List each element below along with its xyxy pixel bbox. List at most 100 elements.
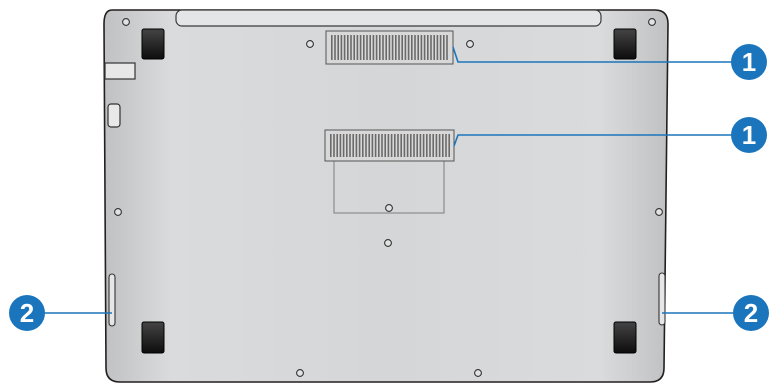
vent-slot [347,35,349,60]
leader-line-1-middle [453,134,740,147]
vent-slot [331,35,333,60]
screw [296,369,304,377]
left-speaker [108,273,116,327]
vent-slot [401,35,403,60]
vent-slot [343,35,346,60]
screw [466,40,474,48]
vent-slot [355,134,358,157]
svg-text:2: 2 [744,298,758,328]
vent-slot [416,134,418,157]
vent-slot [430,35,432,60]
vent-slot [387,134,390,157]
vent-slot [436,35,439,60]
vent-slot [394,134,396,157]
vent-slot [384,134,386,157]
vent-slot [342,134,345,157]
vent-slot [368,134,370,157]
rubber-foot-bottom-left [141,321,165,354]
vent-slot [429,134,431,157]
vent-slot [398,35,400,60]
right-speaker [658,272,666,326]
power-port [107,103,121,128]
vent-slot [330,134,332,157]
vent-slot [422,134,425,157]
screw [474,369,482,377]
vent-slot [423,35,426,60]
middle-vent [324,129,455,162]
vent-slot [411,35,413,60]
vent-slot [334,35,336,60]
vent-slot [435,134,438,157]
vent-slot [378,134,380,157]
vent-slot [366,35,368,60]
svg-text:1: 1 [742,120,756,150]
vent-slot [388,35,391,60]
top-vent [325,30,454,65]
vent-slot [432,134,434,157]
vent-slot [363,35,365,60]
vent-slot [446,35,448,60]
screw [114,208,122,216]
vent-slot [403,134,406,157]
svg-text:2: 2 [20,298,34,328]
vent-slot [420,35,423,60]
vent-slot [379,35,381,60]
screw [648,18,656,26]
vent-slot [414,35,416,60]
vent-slot [391,35,394,60]
vent-slot [442,134,444,157]
vent-slot [410,134,412,157]
vent-slot [400,134,402,157]
vent-slot [443,35,445,60]
vent-slot [407,35,410,60]
vent-slot [375,35,378,60]
vent-slot [439,35,442,60]
vent-slot [337,35,339,60]
vent-slot [433,35,435,60]
callout-badge-2-left: 2 [9,295,45,331]
screw [306,40,314,48]
vent-slot [362,134,364,157]
rubber-foot-top-right [613,28,637,60]
laptop-base [103,9,669,383]
callout-badge-1-top: 1 [731,44,767,80]
rubber-foot-top-left [141,28,165,60]
vent-slot [353,35,355,60]
vent-slot [395,35,397,60]
vent-slot [417,35,419,60]
rubber-foot-bottom-right [613,321,637,354]
vent-slot [445,134,447,157]
screw [385,204,393,212]
vent-slot [371,134,374,157]
callout-badge-1-middle: 1 [731,117,767,153]
screw [122,18,130,26]
vent-slot [340,35,343,60]
vent-slot [369,35,371,60]
callout-leaders [40,46,746,314]
vent-slot [372,35,375,60]
vent-slot [336,134,338,157]
vent-slot [346,134,348,157]
leader-line-1-top [452,46,740,63]
vent-slot [413,134,415,157]
vent-slot [390,134,393,157]
vent-slot [333,134,335,157]
vent-slot [382,35,384,60]
vent-slot [349,134,351,157]
vent-slot [381,134,383,157]
vent-slot [426,134,428,157]
vent-slot [339,134,342,157]
callout-badge-2-right: 2 [733,295,769,331]
vent-slot [385,35,387,60]
svg-text:1: 1 [742,47,756,77]
vent-slot [352,134,354,157]
vent-slot [406,134,409,157]
vent-slot [358,134,361,157]
vent-slot [374,134,377,157]
vent-slot [397,134,399,157]
hinge-bar [175,9,602,27]
usb-port [104,62,136,80]
vent-slot [419,134,422,157]
vent-slot [404,35,407,60]
